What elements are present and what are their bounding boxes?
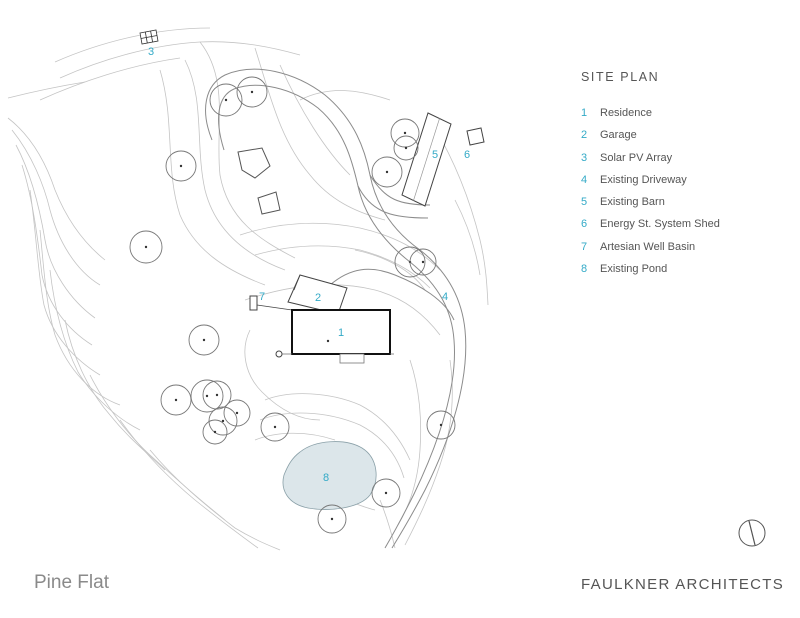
legend-label: Residence (600, 107, 652, 119)
plan-label-shed: 6 (464, 149, 470, 161)
legend-number: 5 (581, 196, 588, 209)
tree-trunk (179, 164, 183, 168)
tree-canopy (371, 156, 403, 188)
topographic-contours (7, 27, 489, 551)
legend-number: 2 (581, 129, 588, 142)
tree-canopy (394, 246, 426, 278)
plan-label-driveway: 4 (442, 291, 448, 303)
plan-label-barn: 5 (432, 149, 438, 161)
tree-canopy (208, 406, 238, 436)
legend-label: Existing Pond (600, 263, 668, 276)
legend-label: Artesian Well Basin (600, 240, 696, 253)
legend-label: Existing Barn (600, 196, 665, 209)
tree-canopy (202, 419, 228, 445)
tree-canopy (426, 410, 456, 440)
legend-label: Energy St. System Shed (600, 218, 720, 231)
legend-number: 3 (581, 151, 588, 164)
tree-canopy (190, 379, 224, 413)
legend-item-residence: 1 Residence (581, 107, 720, 129)
project-name: Pine Flat (34, 572, 109, 593)
legend-label: Existing Driveway (600, 173, 687, 186)
solar-pv-array (139, 29, 159, 45)
outbuildings (237, 147, 281, 215)
tree-canopy (129, 230, 163, 264)
plan-label-solar: 3 (148, 46, 154, 58)
firm-name: FAULKNER ARCHITECTS (581, 576, 785, 593)
existing-pond (282, 441, 377, 510)
tree-trunk (174, 398, 178, 402)
energy-shed (466, 127, 485, 146)
tree-trunk (421, 260, 425, 264)
tree-canopy (209, 83, 243, 117)
tree-trunk (439, 423, 443, 427)
legend-item-existing-driveway: 4 Existing Driveway (581, 174, 720, 196)
existing-barn (401, 112, 452, 207)
legend-number: 4 (581, 173, 588, 186)
tree-trunk (215, 393, 219, 397)
north-arrow-icon (738, 519, 766, 547)
tree-trunk (221, 419, 225, 423)
tree-trunk (144, 245, 148, 249)
tree-trunk (235, 411, 239, 415)
site-plan-drawing: 3 5 6 2 7 4 1 8 (7, 27, 489, 551)
legend-number: 7 (581, 240, 588, 253)
tree-trunk (273, 425, 277, 429)
legend-label: Garage (600, 129, 637, 142)
trees (129, 76, 456, 534)
tree-canopy (260, 412, 290, 442)
legend-item-existing-barn: 5 Existing Barn (581, 196, 720, 218)
tree-trunk (404, 146, 408, 150)
tree-canopy (409, 248, 437, 276)
artesian-well-basin (249, 295, 293, 311)
tree-canopy (390, 118, 420, 148)
legend-number: 8 (581, 263, 588, 276)
tree-trunk (403, 131, 407, 135)
legend-item-solar-pv-array: 3 Solar PV Array (581, 152, 720, 174)
legend-item-energy-shed: 6 Energy St. System Shed (581, 218, 720, 240)
tree-trunk (384, 491, 388, 495)
tree-trunk (250, 90, 254, 94)
tree-canopy (165, 150, 197, 182)
tree-canopy (371, 478, 401, 508)
residence (275, 309, 394, 364)
legend-number: 1 (581, 107, 588, 119)
tree-trunk (330, 517, 334, 521)
plan-label-garage: 2 (315, 292, 321, 304)
tree-trunk (205, 394, 209, 398)
tree-canopy (236, 76, 268, 108)
tree-canopy (188, 324, 220, 356)
tree-trunk (385, 170, 389, 174)
tree-trunk (224, 98, 228, 102)
tree-canopy (202, 380, 232, 410)
tree-canopy (393, 135, 419, 161)
plan-number-labels: 3 5 6 2 7 4 1 8 (148, 46, 470, 484)
plan-label-well: 7 (259, 291, 265, 303)
tree-canopy (317, 504, 347, 534)
legend-item-garage: 2 Garage (581, 129, 720, 151)
plan-label-pond: 8 (323, 472, 329, 484)
legend-number: 6 (581, 218, 588, 231)
legend-item-artesian-well-basin: 7 Artesian Well Basin (581, 241, 720, 263)
tree-canopy (223, 399, 251, 427)
legend-item-existing-pond: 8 Existing Pond (581, 263, 720, 285)
plan-label-residence: 1 (338, 327, 344, 339)
tree-trunk (213, 430, 217, 434)
legend-label: Solar PV Array (600, 151, 673, 164)
tree-trunk (202, 338, 206, 342)
legend-title: SITE PLAN (581, 70, 660, 84)
tree-canopy (160, 384, 192, 416)
